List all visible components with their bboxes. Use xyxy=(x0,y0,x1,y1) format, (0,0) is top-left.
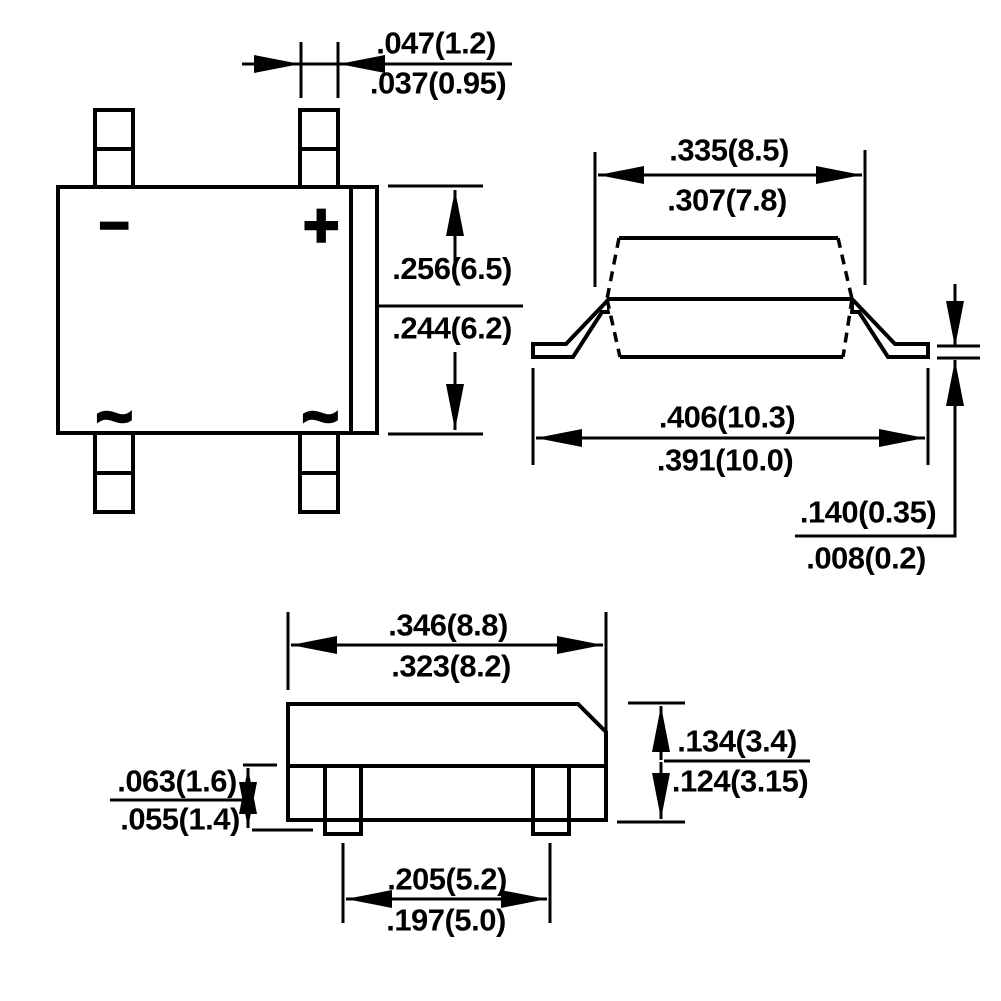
dim-body-height-upper: .256(6.5) xyxy=(392,251,512,286)
dim-front-width-upper: .346(8.8) xyxy=(388,608,508,643)
dim-shoulder-width-lower: .307(7.8) xyxy=(667,183,787,218)
positive-terminal-symbol: + xyxy=(303,192,339,261)
pin-top-right xyxy=(298,108,340,190)
pin-bottom-left xyxy=(93,430,135,514)
body-draft-edge-dashed xyxy=(841,298,854,358)
ac-terminal-symbol-right: ~ xyxy=(302,380,339,452)
dim-body-height-top: .256(6.5) .244(6.2) xyxy=(378,184,523,436)
dim-standoff-upper: .063(1.6) xyxy=(117,764,237,799)
dim-pin-width-lower: .037(0.95) xyxy=(370,66,506,101)
dim-lead-span: .406(10.3) .391(10.0) xyxy=(531,368,930,478)
dim-front-width-lower: .323(8.2) xyxy=(391,649,511,684)
dim-standoff-lower: .055(1.4) xyxy=(120,802,240,837)
side-view xyxy=(531,236,930,359)
leg-foot-right xyxy=(531,818,571,836)
arrow-leader-up-with-fraction-bar xyxy=(795,360,964,538)
dim-lead-pitch-upper: .205(5.2) xyxy=(387,862,507,897)
dim-pin-width-upper: .047(1.2) xyxy=(376,26,496,61)
lead-left xyxy=(531,294,611,359)
dim-front-height-lower: .124(3.15) xyxy=(672,764,808,799)
top-view: − + ~ ~ xyxy=(56,108,379,514)
body-draft-edge-dashed xyxy=(836,237,854,300)
dim-lead-pitch: .205(5.2) .197(5.0) xyxy=(341,843,552,938)
dim-body-height-lower: .244(6.2) xyxy=(392,311,512,346)
dim-shoulder-width-upper: .335(8.5) xyxy=(669,133,789,168)
negative-terminal-symbol: − xyxy=(99,197,129,255)
front-view xyxy=(286,702,608,836)
dim-front-height-upper: .134(3.4) xyxy=(677,724,797,759)
ac-terminal-symbol-left: ~ xyxy=(96,380,133,452)
lead-right xyxy=(850,294,930,359)
leg-foot-left xyxy=(323,818,363,836)
dim-lead-thickness-lower: .008(0.2) xyxy=(806,541,926,576)
dim-lead-thickness: .140(0.35) .008(0.2) xyxy=(795,284,980,576)
dim-front-height: .134(3.4) .124(3.15) xyxy=(617,701,810,824)
dim-lead-span-lower: .391(10.0) xyxy=(657,443,793,478)
pin-top-left xyxy=(93,108,135,190)
body-draft-edge-dashed xyxy=(605,237,621,300)
dim-lead-thickness-upper: .140(0.35) xyxy=(800,495,936,530)
package-body-outline xyxy=(56,185,379,435)
dim-lead-pitch-lower: .197(5.0) xyxy=(386,903,506,938)
dim-shoulder-width: .335(8.5) .307(7.8) xyxy=(593,133,867,287)
dim-standoff-height: .063(1.6) .055(1.4) xyxy=(110,763,313,837)
dim-pin-width: .047(1.2) .037(0.95) xyxy=(242,26,512,101)
dim-lead-span-upper: .406(10.3) xyxy=(659,400,795,435)
pin-bottom-right xyxy=(298,430,340,514)
body-outline-chamfered xyxy=(286,702,608,822)
body-draft-edge-dashed xyxy=(605,298,622,358)
dim-front-width: .346(8.8) .323(8.2) xyxy=(286,608,608,733)
